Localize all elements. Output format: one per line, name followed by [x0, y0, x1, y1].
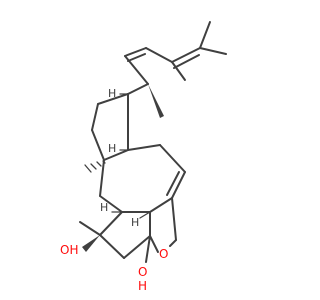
- stereo-hydrogens: H H H H: [100, 87, 151, 229]
- atom-label-oh-bottom-o: O: [138, 265, 147, 279]
- double-bond-c3-c4-inner: [127, 53, 146, 62]
- wedge-bond-oh-left: [82, 235, 100, 252]
- bond-c4-c5: [145, 47, 173, 63]
- bond-m3: [171, 171, 186, 199]
- lower-rings: [79, 197, 177, 263]
- bond-l7: [171, 197, 177, 241]
- bond-r1: [97, 93, 129, 105]
- bond-m4: [149, 197, 173, 213]
- cyclopentane-ring-upper: [91, 93, 129, 161]
- bond-c5-c6: [171, 61, 186, 81]
- hash-3: [90, 163, 97, 170]
- bond-m2: [159, 144, 186, 173]
- stereo-h-4: H: [131, 216, 139, 229]
- atom-label-oh-left: OH: [60, 243, 78, 257]
- bond-l2: [99, 234, 125, 259]
- skeletal-structure-diagram: H H H H OH O O H: [60, 21, 227, 293]
- hashed-bond-methyl: [84, 160, 106, 173]
- atom-label-ring-oxygen: O: [159, 247, 168, 261]
- atom-label-oh-bottom-h: H: [138, 279, 147, 293]
- bond-c7-c9: [199, 47, 227, 55]
- heteroatom-labels: OH O O H: [60, 243, 168, 293]
- bond-methyl-lower: [79, 221, 101, 236]
- wedge-bond-methyl: [148, 84, 164, 118]
- bond-l1: [99, 211, 123, 236]
- bond-m1: [127, 144, 161, 151]
- cyclooctene-ring: [99, 144, 186, 213]
- bond-r3: [91, 129, 105, 161]
- stereo-h-3: H: [100, 201, 108, 214]
- bond-m7: [99, 159, 105, 197]
- side-chain: [124, 21, 227, 118]
- bond-r4: [103, 149, 129, 161]
- hash-1: [102, 160, 106, 164]
- bond-l5: [149, 235, 159, 253]
- bond-l3: [123, 235, 151, 259]
- bond-r2: [91, 103, 99, 131]
- double-bond-m3-inner: [166, 171, 180, 196]
- hash-h4: [139, 211, 151, 219]
- bond-oh-bottom: [145, 235, 151, 263]
- bond-c3-c4: [124, 47, 147, 57]
- bond-c7-c8: [199, 21, 211, 49]
- hash-2: [96, 161, 102, 167]
- stereo-h-2: H: [108, 142, 116, 155]
- bond-c1-c2: [127, 83, 149, 95]
- stereo-h-1: H: [108, 87, 116, 100]
- bond-c6-c7: [171, 47, 201, 63]
- hash-4: [84, 164, 92, 173]
- double-bond-c6-c7-inner: [173, 54, 200, 69]
- bond-m6: [99, 195, 123, 213]
- bond-l6: [169, 239, 177, 247]
